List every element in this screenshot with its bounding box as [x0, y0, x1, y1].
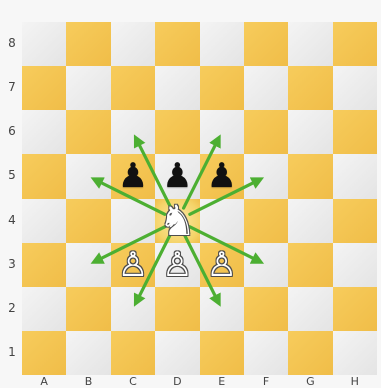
square-h3[interactable]: [333, 243, 377, 287]
square-d1[interactable]: [155, 331, 199, 375]
square-g2[interactable]: [288, 287, 332, 331]
square-d6[interactable]: [155, 110, 199, 154]
square-a8[interactable]: [22, 22, 66, 66]
square-h6[interactable]: [333, 110, 377, 154]
white-pawn-c3[interactable]: ♙: [111, 243, 155, 287]
square-a1[interactable]: [22, 331, 66, 375]
square-f3[interactable]: [244, 243, 288, 287]
square-g1[interactable]: [288, 331, 332, 375]
square-a2[interactable]: [22, 287, 66, 331]
square-g4[interactable]: [288, 199, 332, 243]
file-label-h: H: [333, 375, 377, 388]
file-label-c: C: [111, 375, 155, 388]
square-d3[interactable]: ♙: [155, 243, 199, 287]
square-e3[interactable]: ♙: [200, 243, 244, 287]
square-f8[interactable]: [244, 22, 288, 66]
square-h8[interactable]: [333, 22, 377, 66]
rank-label-5: 5: [6, 168, 18, 182]
square-d5[interactable]: ♟: [155, 154, 199, 198]
square-c7[interactable]: [111, 66, 155, 110]
black-pawn-e5[interactable]: ♟: [200, 154, 244, 198]
square-d4[interactable]: ♞: [155, 199, 199, 243]
square-e6[interactable]: [200, 110, 244, 154]
square-b3[interactable]: [66, 243, 110, 287]
square-e1[interactable]: [200, 331, 244, 375]
square-a6[interactable]: [22, 110, 66, 154]
white-pawn-d3[interactable]: ♙: [155, 243, 199, 287]
square-f7[interactable]: [244, 66, 288, 110]
square-h4[interactable]: [333, 199, 377, 243]
rank-label-3: 3: [6, 257, 18, 271]
square-h7[interactable]: [333, 66, 377, 110]
square-d8[interactable]: [155, 22, 199, 66]
file-label-b: B: [67, 375, 111, 388]
square-c5[interactable]: ♟: [111, 154, 155, 198]
square-e7[interactable]: [200, 66, 244, 110]
square-b2[interactable]: [66, 287, 110, 331]
square-h2[interactable]: [333, 287, 377, 331]
black-pawn-d5[interactable]: ♟: [155, 154, 199, 198]
square-c6[interactable]: [111, 110, 155, 154]
square-b6[interactable]: [66, 110, 110, 154]
file-label-g: G: [288, 375, 332, 388]
white-knight-d4[interactable]: ♞: [155, 199, 199, 243]
square-c8[interactable]: [111, 22, 155, 66]
square-f4[interactable]: [244, 199, 288, 243]
square-b8[interactable]: [66, 22, 110, 66]
square-g5[interactable]: [288, 154, 332, 198]
rank-label-4: 4: [6, 213, 18, 227]
square-g3[interactable]: [288, 243, 332, 287]
square-g7[interactable]: [288, 66, 332, 110]
rank-label-2: 2: [6, 301, 18, 315]
square-d2[interactable]: [155, 287, 199, 331]
square-h5[interactable]: [333, 154, 377, 198]
square-f2[interactable]: [244, 287, 288, 331]
square-c2[interactable]: [111, 287, 155, 331]
rank-label-1: 1: [6, 345, 18, 359]
file-label-a: A: [22, 375, 66, 388]
file-label-f: F: [244, 375, 288, 388]
square-f5[interactable]: [244, 154, 288, 198]
rank-label-8: 8: [6, 36, 18, 50]
square-a5[interactable]: [22, 154, 66, 198]
square-a3[interactable]: [22, 243, 66, 287]
square-g6[interactable]: [288, 110, 332, 154]
file-label-d: D: [155, 375, 199, 388]
file-label-e: E: [200, 375, 244, 388]
rank-label-6: 6: [6, 124, 18, 138]
square-e4[interactable]: [200, 199, 244, 243]
square-c1[interactable]: [111, 331, 155, 375]
square-b7[interactable]: [66, 66, 110, 110]
square-a4[interactable]: [22, 199, 66, 243]
black-pawn-c5[interactable]: ♟: [111, 154, 155, 198]
chess-board: ♟♟♟♞♙♙♙: [22, 22, 377, 375]
square-e8[interactable]: [200, 22, 244, 66]
white-pawn-e3[interactable]: ♙: [200, 243, 244, 287]
square-a7[interactable]: [22, 66, 66, 110]
square-f6[interactable]: [244, 110, 288, 154]
square-c3[interactable]: ♙: [111, 243, 155, 287]
square-b1[interactable]: [66, 331, 110, 375]
square-b5[interactable]: [66, 154, 110, 198]
rank-label-7: 7: [6, 80, 18, 94]
square-b4[interactable]: [66, 199, 110, 243]
square-e5[interactable]: ♟: [200, 154, 244, 198]
square-h1[interactable]: [333, 331, 377, 375]
square-d7[interactable]: [155, 66, 199, 110]
square-g8[interactable]: [288, 22, 332, 66]
square-c4[interactable]: [111, 199, 155, 243]
square-f1[interactable]: [244, 331, 288, 375]
square-e2[interactable]: [200, 287, 244, 331]
